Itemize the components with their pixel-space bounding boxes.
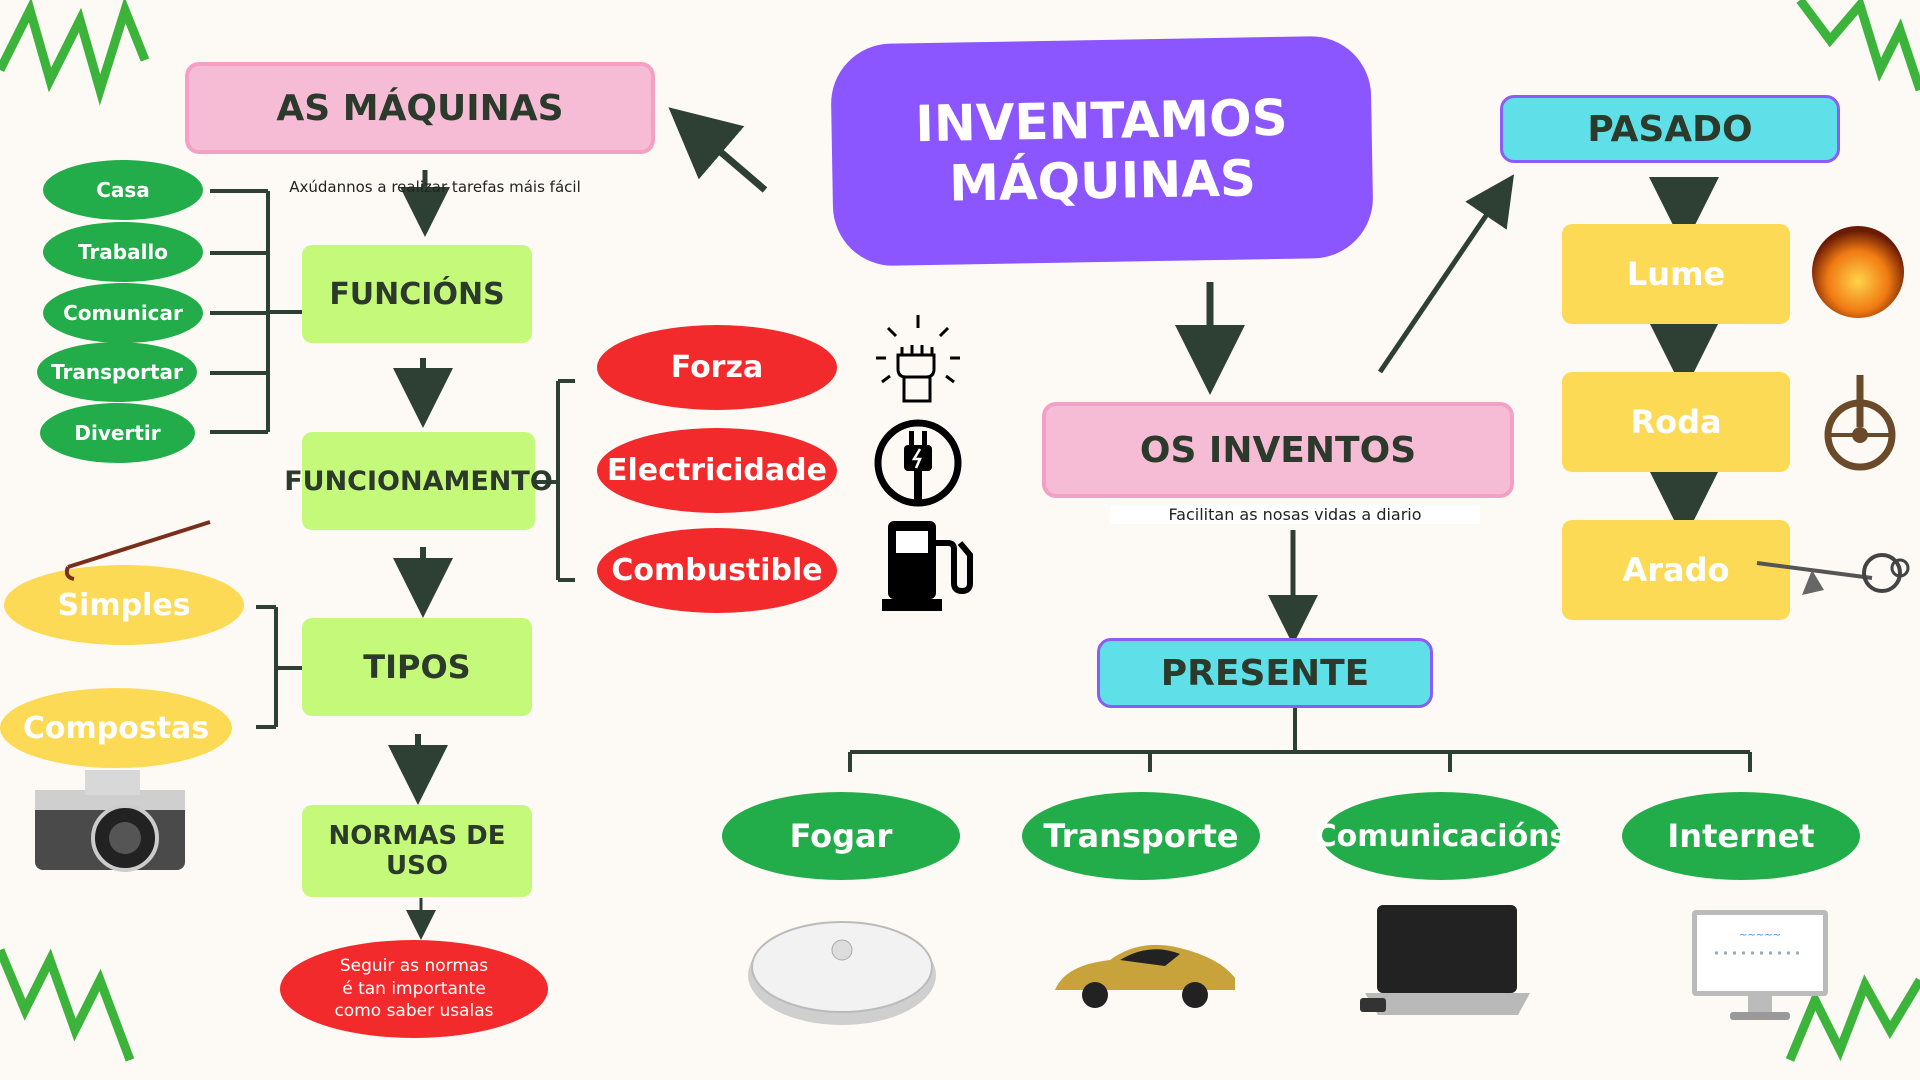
- funcion-item-comunicar: Comunicar: [43, 283, 203, 343]
- zigzag-decoration-br: [1785, 974, 1920, 1062]
- camera-image: [35, 770, 185, 872]
- funcionamento-item-combustible: Combustible: [597, 528, 837, 613]
- normas-note: Seguir as normas é tan importante como s…: [280, 940, 548, 1038]
- funcionamento-box: FUNCIONAMENTO: [284, 432, 553, 530]
- normas-box: NORMAS DE USO: [302, 805, 532, 897]
- fire-image: [1812, 226, 1904, 318]
- funcion-item-traballo: Traballo: [43, 222, 203, 282]
- presente-tree: [848, 705, 1752, 772]
- funcion-item-divertir: Divertir: [40, 403, 195, 463]
- funcion-item-casa: Casa: [43, 160, 203, 220]
- funcion-item-transportar: Transportar: [37, 342, 197, 402]
- pasado-item-arado: Arado: [1562, 520, 1790, 620]
- fuel-pump-icon: [882, 521, 973, 611]
- raised-fist-icon: [876, 315, 960, 403]
- arrow-inventos-to-pasado: [1377, 174, 1515, 374]
- zigzag-decoration-bl: [0, 948, 135, 1062]
- tipo-item-compostas: Compostas: [0, 688, 232, 768]
- as-maquinas-subtitle: Axúdannos a realizar tarefas máis fácil: [289, 178, 581, 196]
- presente-item-internet: Internet: [1622, 792, 1860, 880]
- pasado-item-lume: Lume: [1562, 224, 1790, 324]
- presente-item-fogar: Fogar: [722, 792, 960, 880]
- wheel-pulley-image: [1824, 375, 1896, 471]
- tipos-bracket: [256, 605, 302, 729]
- tipos-box: TIPOS: [302, 618, 532, 716]
- crowbar-image: [64, 520, 211, 581]
- presente-box: PRESENTE: [1097, 638, 1433, 708]
- normas-note-line-3: como saber usalas: [334, 1001, 494, 1022]
- arrow-title-to-left: [668, 107, 768, 193]
- sports-car-image: [1055, 944, 1235, 1008]
- presente-item-transporte: Transporte: [1022, 792, 1260, 880]
- monitor-image: ~~~~~: [1692, 910, 1828, 1020]
- funcionamento-item-forza: Forza: [597, 325, 837, 410]
- os-inventos-subtitle: Facilitan as nosas vidas a diario: [1110, 505, 1480, 524]
- normas-note-line-1: Seguir as normas: [339, 955, 489, 976]
- os-inventos-heading: OS INVENTOS: [1042, 402, 1514, 498]
- pasado-box: PASADO: [1500, 95, 1840, 163]
- pasado-item-roda: Roda: [1562, 372, 1790, 472]
- laptop-image: [1360, 905, 1530, 1015]
- main-title: INVENTAMOS MÁQUINAS: [830, 35, 1374, 267]
- electric-plug-icon: [874, 419, 962, 507]
- funcionamento-item-electricidade: Electricidade: [597, 428, 837, 513]
- presente-item-comunicacions: Comunicacións: [1315, 792, 1567, 880]
- tipo-item-simples: Simples: [4, 565, 244, 645]
- as-maquinas-heading: AS MÁQUINAS: [185, 62, 655, 154]
- normas-note-line-2: é tan importante: [342, 978, 486, 999]
- svg-text:~~~~~: ~~~~~: [1739, 930, 1781, 941]
- funcionamento-bracket: [535, 379, 575, 582]
- funcions-bracket: [210, 189, 302, 434]
- plough-image: [1756, 553, 1910, 595]
- funcions-box: FUNCIÓNS: [302, 245, 532, 343]
- robot-vacuum-image: [748, 921, 936, 1025]
- zigzag-decoration-tr: [1796, 0, 1920, 92]
- zigzag-decoration-tl: [0, 0, 150, 106]
